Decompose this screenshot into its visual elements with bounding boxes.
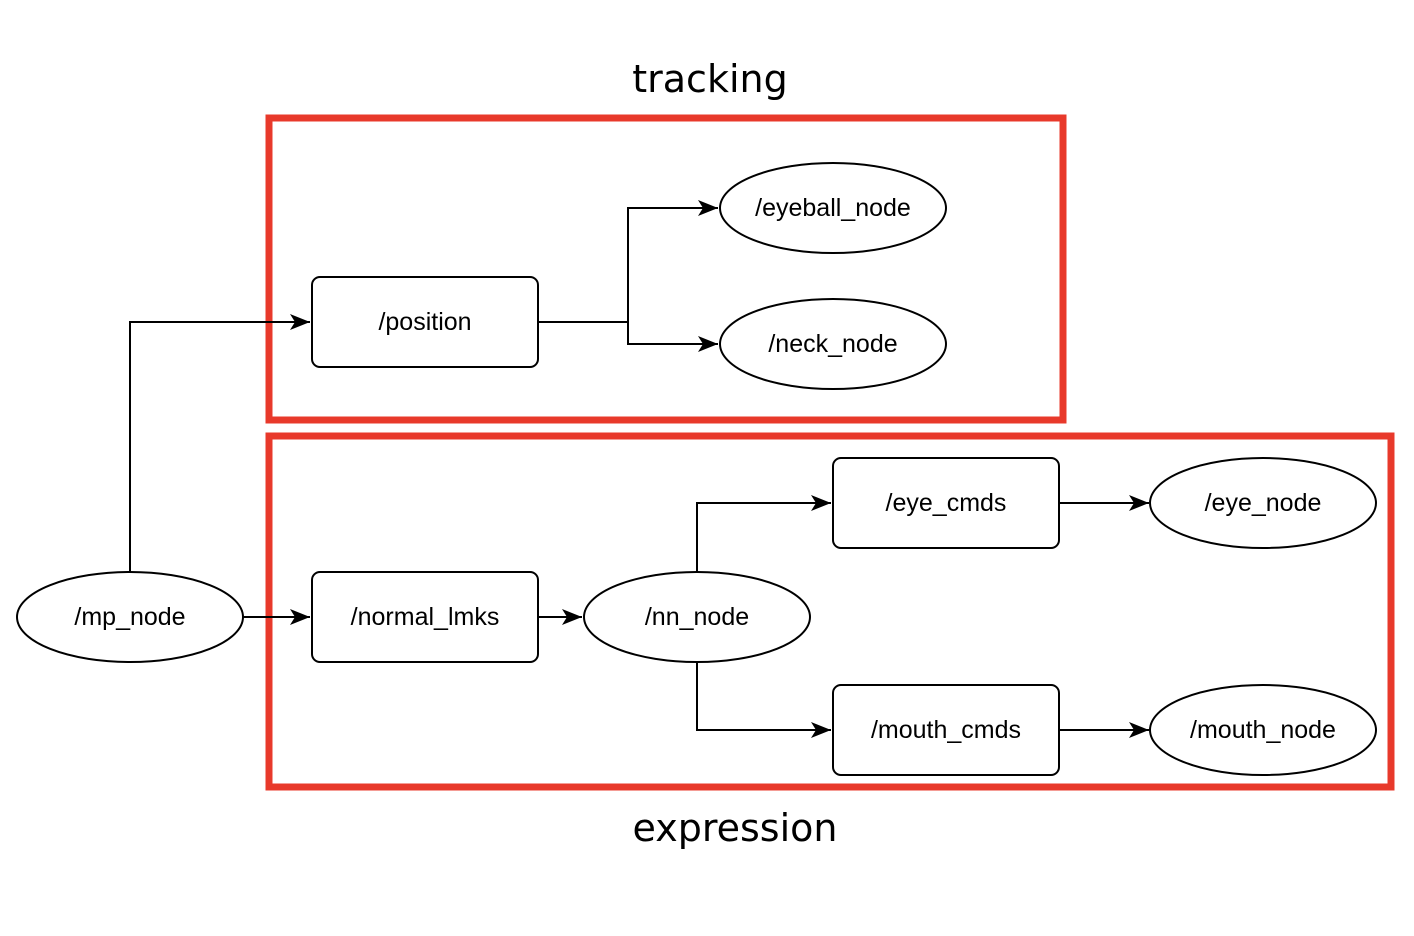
node-mouth-node-label: /mouth_node	[1190, 716, 1336, 744]
node-normal-lmks-shape	[311, 571, 539, 663]
expression-group-frame	[265, 432, 1395, 791]
node-normal-lmks-label: /normal_lmks	[351, 603, 500, 631]
node-mouth-cmds-shape	[832, 684, 1060, 776]
node-mouth-cmds-label: /mouth_cmds	[871, 716, 1021, 744]
node-eye-cmds-label: /eye_cmds	[886, 489, 1007, 517]
node-nn-node-label: /nn_node	[645, 603, 749, 631]
node-neck-node-label: /neck_node	[768, 330, 897, 358]
node-neck-node: /neck_node	[719, 298, 947, 390]
tracking-group-frame	[265, 114, 1067, 424]
node-eyeball-node-shape	[719, 162, 947, 254]
tracking-group-title: tracking	[632, 57, 787, 101]
node-nn-node-shape	[583, 571, 811, 663]
node-eye-node: /eye_node	[1149, 457, 1377, 549]
edges	[129, 200, 1149, 738]
edge-nn-node-to-eye-cmds	[696, 495, 831, 571]
node-mouth-cmds: /mouth_cmds	[832, 684, 1060, 776]
node-position-label: /position	[378, 308, 471, 336]
edge-position-to-eyeball-node	[538, 200, 718, 323]
node-eye-cmds-shape	[832, 457, 1060, 549]
node-normal-lmks: /normal_lmks	[311, 571, 539, 663]
node-mp-node: /mp_node	[16, 571, 244, 663]
node-neck-node-shape	[719, 298, 947, 390]
node-mouth-node: /mouth_node	[1149, 684, 1377, 776]
node-eyeball-node-label: /eyeball_node	[755, 194, 911, 222]
node-mp-node-label: /mp_node	[74, 603, 185, 631]
node-eye-node-shape	[1149, 457, 1377, 549]
node-eye-cmds: /eye_cmds	[832, 457, 1060, 549]
expression-group-title: expression	[633, 806, 838, 850]
edge-position-to-neck-node	[627, 322, 718, 352]
node-mouth-node-shape	[1149, 684, 1377, 776]
edge-mp-node-to-position	[129, 314, 310, 571]
edge-nn-node-to-mouth-cmds	[696, 662, 831, 738]
node-position: /position	[311, 276, 539, 368]
node-eyeball-node: /eyeball_node	[719, 162, 947, 254]
node-nn-node: /nn_node	[583, 571, 811, 663]
node-position-shape	[311, 276, 539, 368]
node-eye-node-label: /eye_node	[1205, 489, 1322, 517]
node-mp-node-shape	[16, 571, 244, 663]
